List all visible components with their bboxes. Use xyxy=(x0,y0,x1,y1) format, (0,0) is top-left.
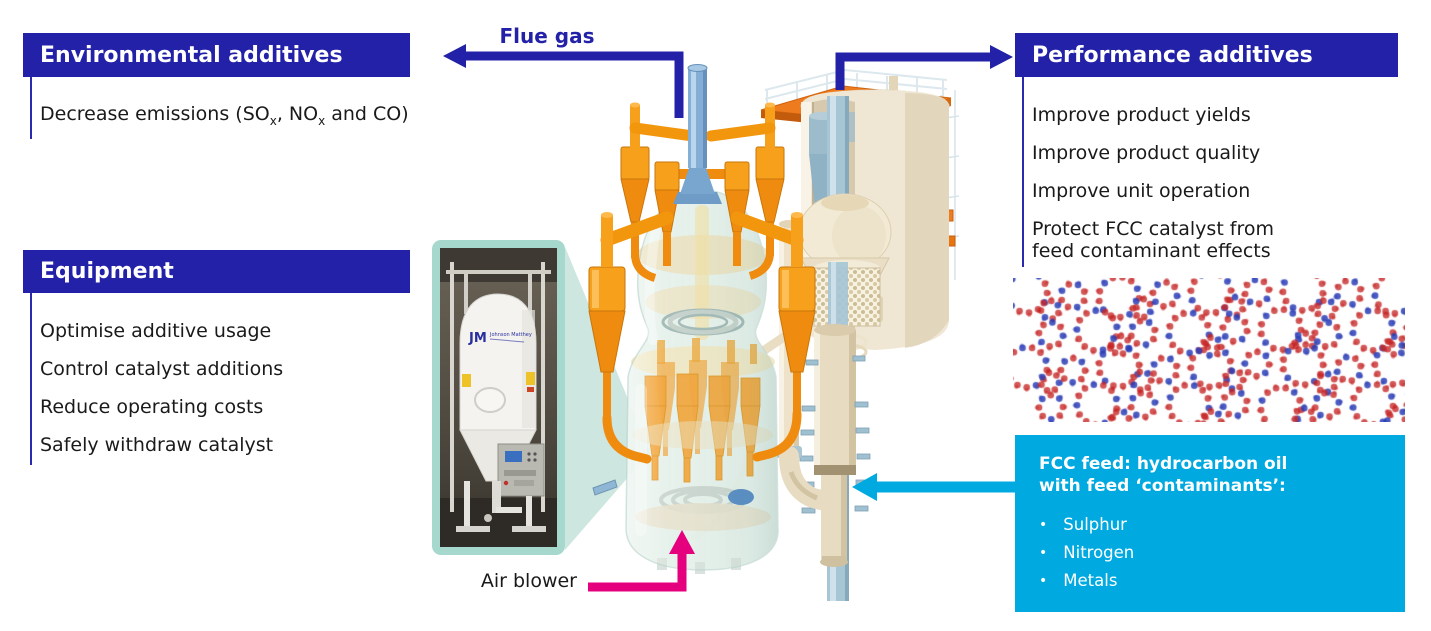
environmental-additives-header: Environmental additives xyxy=(23,33,410,77)
equipment-list: Optimise additive usage Control catalyst… xyxy=(40,293,283,456)
performance-item: Improve product quality xyxy=(1032,142,1261,164)
env-item-text: Decrease emissions (SO xyxy=(40,103,270,125)
feed-bullet-item: • Metals xyxy=(1039,567,1381,595)
performance-rule xyxy=(1022,77,1024,267)
equipment-item: Optimise additive usage xyxy=(40,320,272,342)
feed-bullet-text: Sulphur xyxy=(1063,515,1127,534)
stripper-packing xyxy=(813,260,881,334)
fcc-feed-box: FCC feed: hydrocarbon oil with feed ‘con… xyxy=(1015,435,1405,612)
equipment-item: Control catalyst additions xyxy=(40,358,284,380)
photo-pipe xyxy=(450,262,454,512)
photo-pipe xyxy=(541,262,545,512)
fcc-feed-title-line1: FCC feed: hydrocarbon oil xyxy=(1039,454,1288,474)
riser-lower-section xyxy=(814,324,856,567)
performance-item: Improve unit operation xyxy=(1032,180,1251,202)
env-item-text3: and CO) xyxy=(325,103,409,125)
equipment-title: Equipment xyxy=(40,259,174,284)
photo-warning-label xyxy=(462,374,471,387)
flue-gas-stack xyxy=(673,64,722,204)
zeolite-structure-image xyxy=(1013,278,1405,422)
feed-bullet-text: Nitrogen xyxy=(1063,543,1135,562)
env-item-sub2: x xyxy=(318,113,326,128)
bullet-icon: • xyxy=(1039,573,1048,589)
photo-manway xyxy=(474,387,506,413)
equipment-rule xyxy=(30,293,32,465)
performance-additives-header: Performance additives xyxy=(1015,33,1398,77)
equipment-photo: JM Johnson Matthey xyxy=(440,248,557,547)
photo-control-panel xyxy=(497,443,545,497)
equipment-header: Equipment xyxy=(23,250,410,293)
air-blower-label: Air blower xyxy=(480,570,577,592)
environmental-rule xyxy=(30,77,32,139)
feed-bullet-item: • Sulphur xyxy=(1039,511,1381,539)
regenerator-vessel xyxy=(592,189,779,574)
photo-jm-logo-name: Johnson Matthey xyxy=(489,332,532,338)
fcc-feed-list: • Sulphur • Nitrogen • Metals xyxy=(1039,511,1381,595)
feed-bullet-item: • Nitrogen xyxy=(1039,539,1381,567)
flue-gas-label: Flue gas xyxy=(499,24,595,48)
photo-additive-vessel: JM Johnson Matthey xyxy=(459,293,537,482)
feed-bullet-text: Metals xyxy=(1063,571,1118,590)
fcc-feed-title-line2: with feed ‘contaminants’: xyxy=(1039,476,1286,496)
env-item-text2: , NO xyxy=(276,103,319,125)
bullet-icon: • xyxy=(1039,517,1048,533)
equipment-photo-frame: JM Johnson Matthey xyxy=(432,240,565,555)
photo-jm-logo: JM xyxy=(468,331,487,346)
fcc-unit-diagram xyxy=(588,64,960,601)
side-nozzle xyxy=(592,479,618,496)
photo-warning-label xyxy=(526,372,535,385)
equipment-item: Reduce operating costs xyxy=(40,396,264,418)
bullet-icon: • xyxy=(1039,545,1048,561)
performance-list: Improve product yields Improve product q… xyxy=(1032,77,1310,262)
photo-panel-screen xyxy=(505,451,522,462)
performance-additives-title: Performance additives xyxy=(1032,42,1313,68)
environmental-additives-title: Environmental additives xyxy=(40,42,343,68)
equipment-item: Safely withdraw catalyst xyxy=(40,434,274,456)
external-cyclones xyxy=(588,64,816,464)
performance-item: Protect FCC catalyst from feed contamina… xyxy=(1032,218,1275,262)
performance-item: Improve product yields xyxy=(1032,104,1251,126)
env-item-sub1: x xyxy=(269,113,277,128)
environmental-item: Decrease emissions (SOx, NOx and CO) xyxy=(40,103,409,132)
